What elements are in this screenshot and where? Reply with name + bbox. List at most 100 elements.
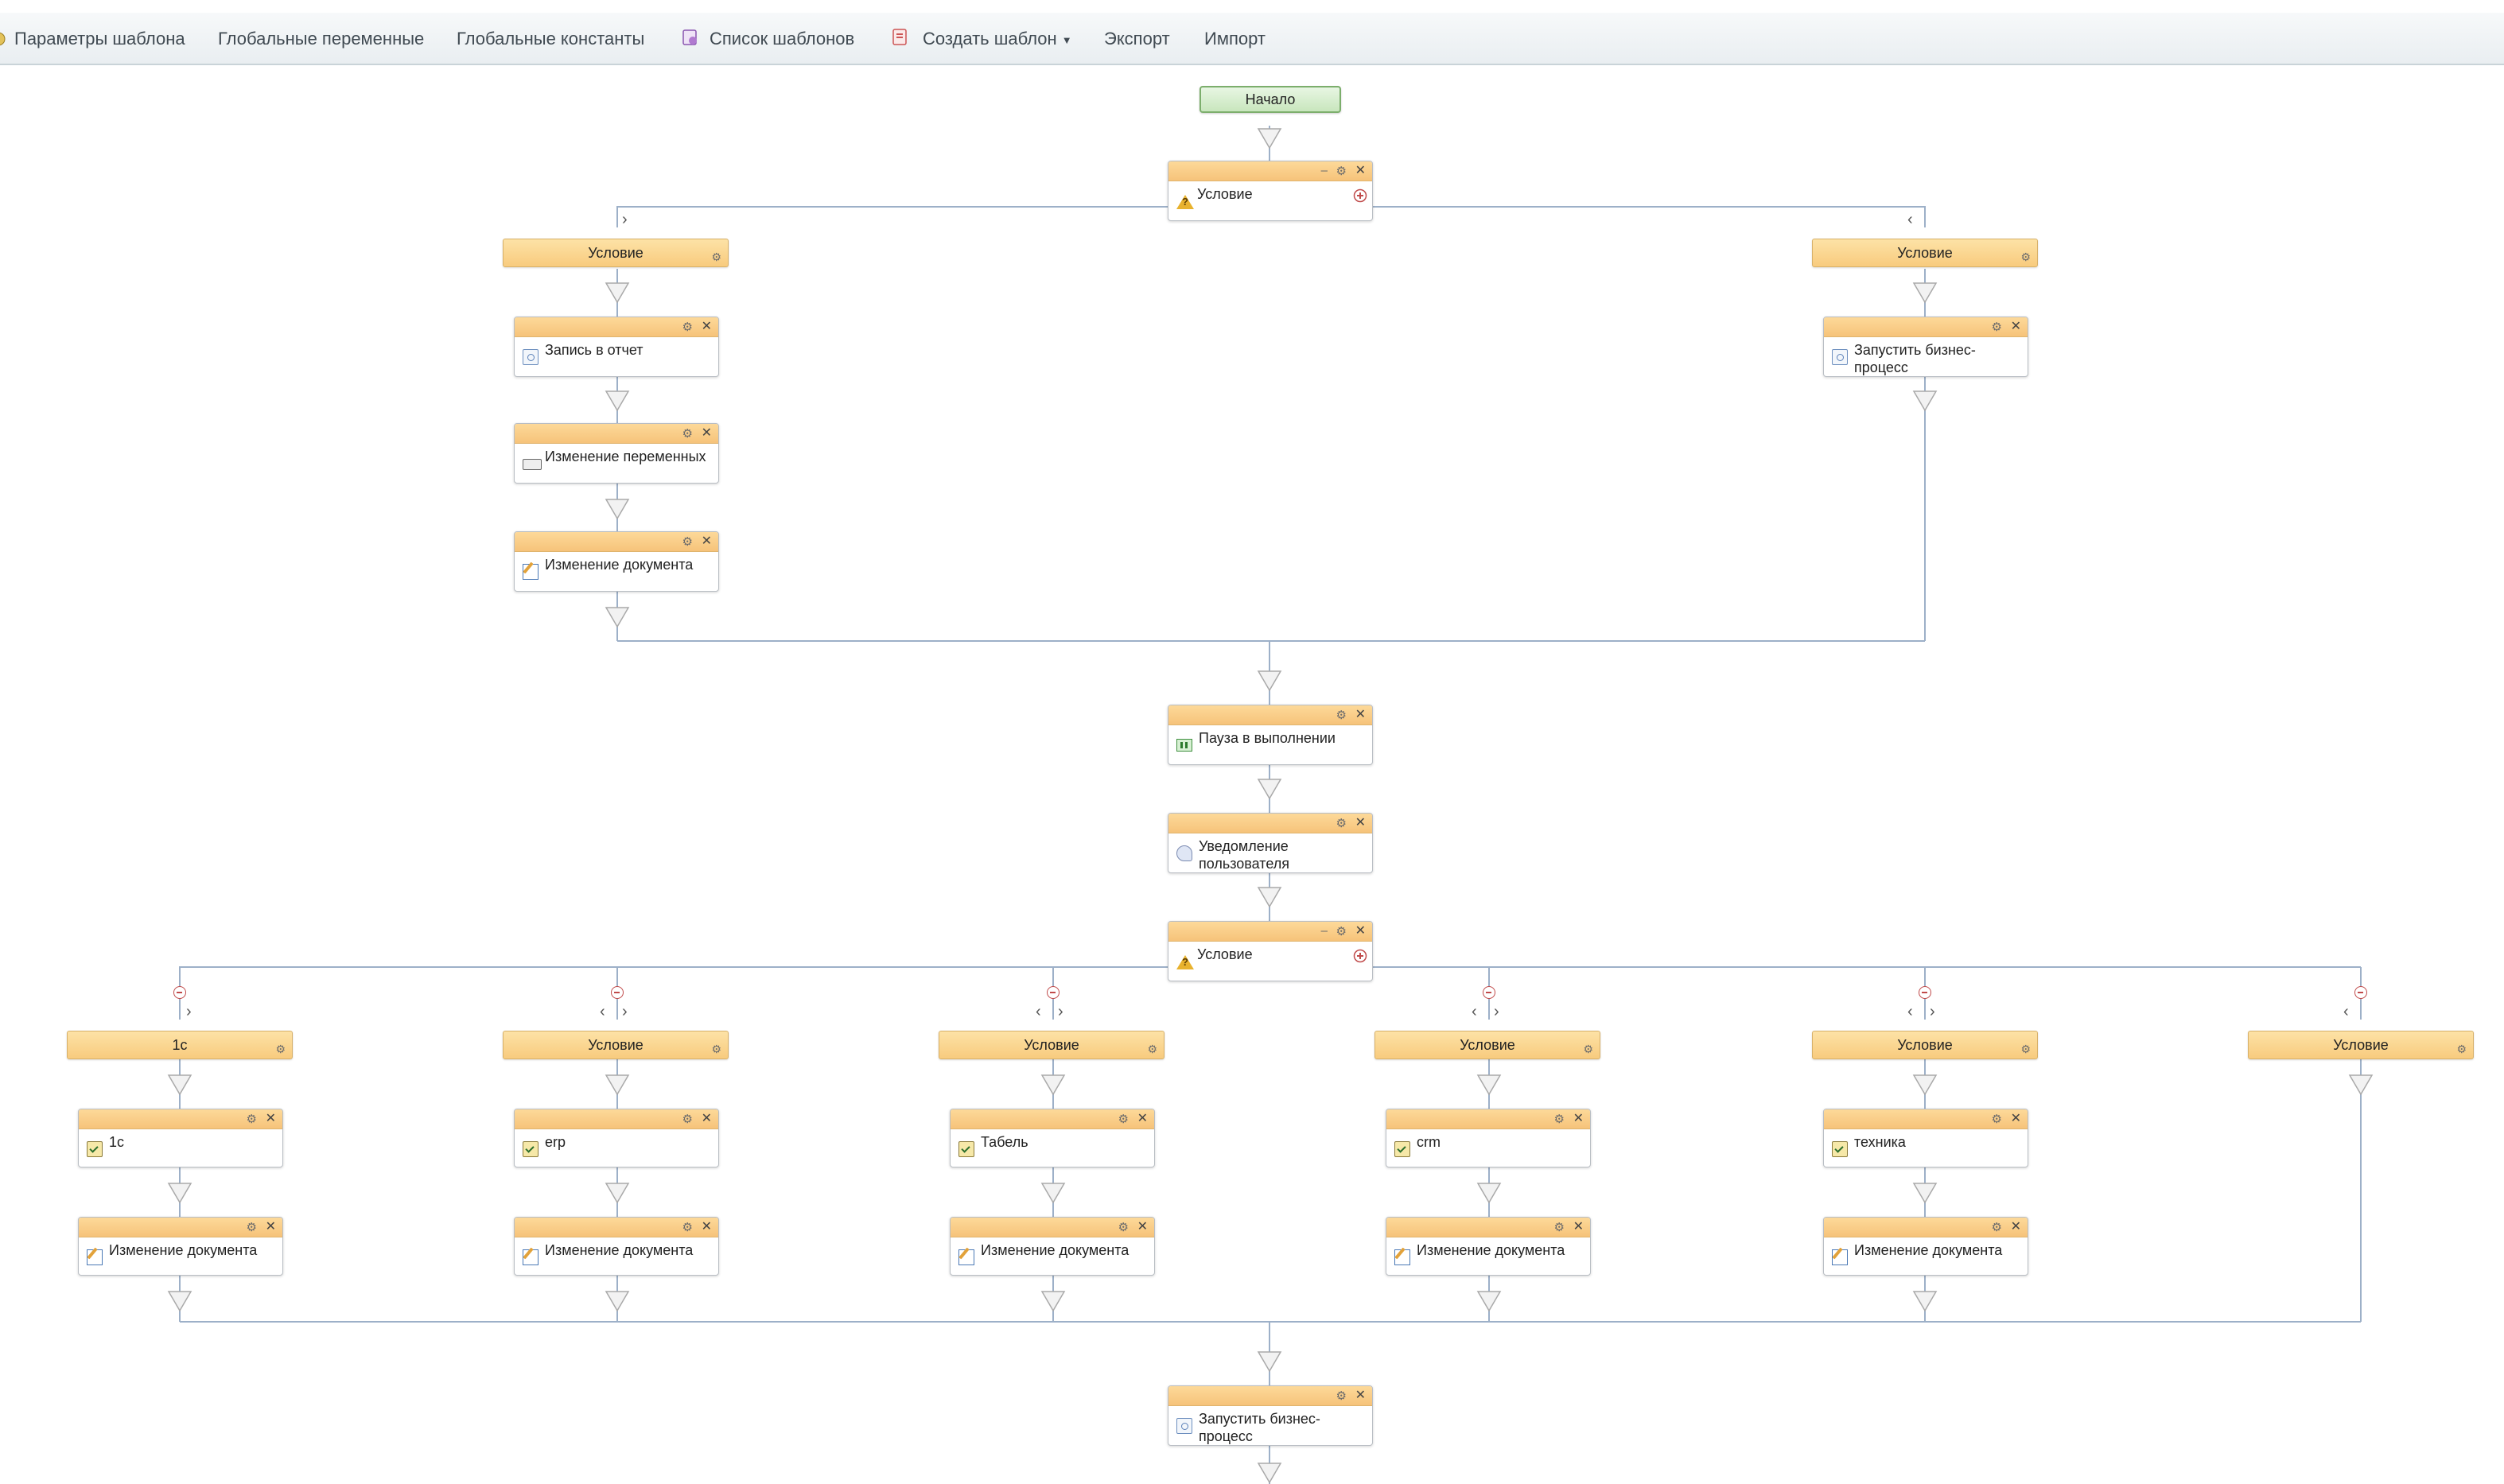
close-icon[interactable]: ✕	[1137, 1112, 1148, 1125]
global-constants-button[interactable]: Глобальные константы	[457, 29, 645, 49]
gear-icon[interactable]: ⚙	[1991, 1113, 2002, 1126]
activity-block[interactable]: ⚙✕ 1с	[78, 1109, 283, 1167]
activity-block[interactable]: ⚙✕ Изменение документа	[514, 1217, 719, 1276]
global-variables-button[interactable]: Глобальные переменные	[218, 29, 425, 49]
gear-icon[interactable]: ⚙	[246, 1113, 257, 1126]
remove-branch-icon[interactable]	[1047, 986, 1060, 999]
activity-block[interactable]: ⚙✕ Изменение документа	[78, 1217, 283, 1276]
close-icon[interactable]: ✕	[1355, 816, 1366, 829]
create-template-button[interactable]: Создать шаблон▼	[923, 29, 1072, 49]
activity-block[interactable]: ⚙✕ Пауза в выполнении	[1168, 705, 1373, 765]
activity-block[interactable]: ⚙✕ Запустить бизнес-процесс	[1168, 1385, 1373, 1446]
branch-condition-header[interactable]: Условие⚙	[1812, 239, 2038, 267]
gear-icon[interactable]: ⚙	[2020, 1043, 2031, 1055]
activity-block[interactable]: ⚙✕ Изменение переменных	[514, 423, 719, 484]
close-icon[interactable]: ✕	[1355, 924, 1366, 938]
close-icon[interactable]: ✕	[701, 320, 712, 333]
start-node[interactable]: Начало	[1200, 86, 1341, 113]
import-button[interactable]: Импорт	[1204, 29, 1266, 49]
remove-branch-icon[interactable]	[611, 986, 624, 999]
gear-icon[interactable]: ⚙	[1336, 709, 1347, 722]
branch-condition-header[interactable]: Условие⚙	[939, 1031, 1165, 1059]
template-list-button[interactable]: Список шаблонов	[710, 29, 855, 49]
gear-icon[interactable]: ⚙	[1336, 1389, 1347, 1403]
activity-block[interactable]: ⚙✕ Изменение документа	[950, 1217, 1155, 1276]
close-icon[interactable]: ✕	[701, 534, 712, 548]
gear-icon[interactable]: ⚙	[1147, 1043, 1157, 1055]
condition-block[interactable]: – ⚙ ✕ Условие	[1168, 161, 1373, 221]
chevron-right-icon[interactable]: ›	[1930, 1003, 1935, 1020]
gear-icon[interactable]: ⚙	[1553, 1221, 1565, 1234]
close-icon[interactable]: ✕	[1355, 1389, 1366, 1402]
branch-condition-header[interactable]: Условие⚙	[1812, 1031, 2038, 1059]
gear-icon[interactable]: ⚙	[1336, 165, 1347, 178]
branch-condition-header[interactable]: Условие⚙	[1374, 1031, 1600, 1059]
chevron-right-icon[interactable]: ›	[622, 1003, 628, 1020]
gear-icon[interactable]: ⚙	[1118, 1113, 1129, 1126]
chevron-left-icon[interactable]: ‹	[1036, 1003, 1041, 1020]
gear-icon[interactable]: ⚙	[246, 1221, 257, 1234]
chevron-left-icon[interactable]: ‹	[1907, 211, 1913, 228]
gear-icon[interactable]: ⚙	[1336, 925, 1347, 938]
gear-icon[interactable]: ⚙	[711, 1043, 721, 1055]
activity-block[interactable]: ⚙✕ Запустить бизнес-процесс	[1823, 317, 2028, 377]
activity-block[interactable]: ⚙✕ Уведомление пользователя	[1168, 813, 1373, 873]
branch-condition-header[interactable]: Условие⚙	[503, 1031, 729, 1059]
close-icon[interactable]: ✕	[1355, 164, 1366, 177]
close-icon[interactable]: ✕	[265, 1220, 276, 1233]
activity-block[interactable]: ⚙✕ Изменение документа	[1823, 1217, 2028, 1276]
chevron-left-icon[interactable]: ‹	[1907, 1003, 1913, 1020]
activity-block[interactable]: ⚙✕ Запись в отчет	[514, 317, 719, 377]
gear-icon[interactable]: ⚙	[711, 251, 721, 263]
close-icon[interactable]: ✕	[1355, 708, 1366, 721]
chevron-left-icon[interactable]: ‹	[1472, 1003, 1477, 1020]
activity-block[interactable]: ⚙✕ erp	[514, 1109, 719, 1167]
activity-block[interactable]: ⚙✕ Изменение документа	[514, 531, 719, 592]
chevron-right-icon[interactable]: ›	[1058, 1003, 1063, 1020]
chevron-left-icon[interactable]: ‹	[2343, 1003, 2349, 1020]
close-icon[interactable]: ✕	[1573, 1112, 1584, 1125]
activity-block[interactable]: ⚙✕ crm	[1386, 1109, 1591, 1167]
close-icon[interactable]: ✕	[2010, 320, 2021, 333]
close-icon[interactable]: ✕	[1573, 1220, 1584, 1233]
chevron-left-icon[interactable]: ‹	[600, 1003, 605, 1020]
gear-icon[interactable]: ⚙	[1991, 320, 2002, 334]
close-icon[interactable]: ✕	[2010, 1220, 2021, 1233]
branch-condition-header[interactable]: Условие⚙	[503, 239, 729, 267]
gear-icon[interactable]: ⚙	[2456, 1043, 2467, 1055]
gear-icon[interactable]: ⚙	[2020, 251, 2031, 263]
chevron-right-icon[interactable]: ›	[186, 1003, 192, 1020]
gear-icon[interactable]: ⚙	[682, 427, 693, 441]
close-icon[interactable]: ✕	[701, 426, 712, 440]
export-button[interactable]: Экспорт	[1104, 29, 1170, 49]
branch-condition-header[interactable]: Условие⚙	[2248, 1031, 2474, 1059]
gear-icon[interactable]: ⚙	[275, 1043, 286, 1055]
minimize-icon[interactable]: –	[1320, 164, 1328, 177]
gear-icon[interactable]: ⚙	[1583, 1043, 1593, 1055]
remove-branch-icon[interactable]	[173, 986, 186, 999]
remove-branch-icon[interactable]	[2354, 986, 2367, 999]
minimize-icon[interactable]: –	[1320, 924, 1328, 938]
activity-block[interactable]: ⚙✕ Табель	[950, 1109, 1155, 1167]
close-icon[interactable]: ✕	[701, 1220, 712, 1233]
activity-block[interactable]: ⚙✕ техника	[1823, 1109, 2028, 1167]
gear-icon[interactable]: ⚙	[682, 535, 693, 549]
gear-icon[interactable]: ⚙	[682, 1113, 693, 1126]
chevron-right-icon[interactable]: ›	[622, 211, 628, 228]
remove-branch-icon[interactable]	[1919, 986, 1931, 999]
gear-icon[interactable]: ⚙	[1118, 1221, 1129, 1234]
close-icon[interactable]: ✕	[701, 1112, 712, 1125]
close-icon[interactable]: ✕	[265, 1112, 276, 1125]
gear-icon[interactable]: ⚙	[1553, 1113, 1565, 1126]
close-icon[interactable]: ✕	[2010, 1112, 2021, 1125]
gear-icon[interactable]: ⚙	[1991, 1221, 2002, 1234]
remove-branch-icon[interactable]	[1483, 986, 1495, 999]
gear-icon[interactable]: ⚙	[1336, 817, 1347, 830]
condition-block[interactable]: – ⚙ ✕ Условие	[1168, 921, 1373, 981]
add-branch-icon[interactable]	[1353, 949, 1367, 963]
branch-condition-header[interactable]: 1с⚙	[67, 1031, 293, 1059]
template-params-button[interactable]: Параметры шаблона	[14, 29, 185, 49]
gear-icon[interactable]: ⚙	[682, 320, 693, 334]
gear-icon[interactable]: ⚙	[682, 1221, 693, 1234]
close-icon[interactable]: ✕	[1137, 1220, 1148, 1233]
